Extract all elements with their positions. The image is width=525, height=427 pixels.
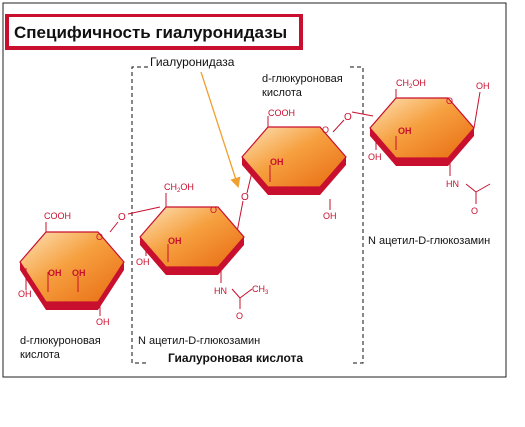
ring-4-name: N ацетил-D-глюкозамин (368, 235, 490, 247)
ring-4-oh-a: OH (476, 81, 490, 91)
ring-2-oh-b: OH (136, 257, 150, 267)
ring-4-nh: HN (446, 179, 459, 189)
ring-4-carbonyl-o: O (471, 206, 478, 216)
ring-glucosamine-2: CH2OH O OH OH OH HN O N ацетил-D-глюкоза… (368, 78, 491, 247)
bracket (131, 66, 364, 364)
ring-glucosamine-1: CH2OH O OH OH HN CH3 O N ацетил-D-глюкоз… (136, 182, 269, 347)
ring-1-oh-a: OH (48, 268, 62, 278)
ring-4-bonds (375, 89, 491, 204)
bridge-o-1: O (118, 212, 126, 223)
ring-1-oh-b: OH (72, 268, 86, 278)
ring-3-bonds (267, 116, 331, 210)
ring-1-name-2: кислота (20, 349, 61, 361)
ring-3-ring-o: O (322, 125, 329, 135)
ring-2-name: N ацетил-D-глюкозамин (138, 335, 260, 347)
ring-2-carbonyl-o: O (236, 311, 243, 321)
ring-1-oh-c: OH (18, 289, 32, 299)
ring-glucuronic-1: COOH O OH OH OH OH d-глюкуроновая кислот… (18, 211, 125, 361)
ring-2-ch3: CH3 (252, 284, 269, 296)
ring-4-oh-c: OH (368, 152, 382, 162)
ring-3-oh-b: OH (323, 211, 337, 221)
ring-2-ring-o: O (210, 205, 217, 215)
ring-3-name-2: кислота (262, 87, 303, 99)
ring-3-cooh: COOH (268, 108, 295, 118)
ring-2-nh: HN (214, 286, 227, 296)
ring-3-name-1: d-глюкуроновая (262, 73, 343, 85)
ring-2-ch2oh: CH2OH (164, 182, 194, 194)
ring-1-ring-o: O (96, 232, 103, 242)
ring-1-cooh: COOH (44, 211, 71, 221)
figure-frame (2, 2, 507, 378)
bracket-label: Гиалуроновая кислота (168, 351, 303, 365)
ring-2-oh-a: OH (168, 236, 182, 246)
ring-1-bonds (25, 222, 101, 316)
ring-1-name-1: d-глюкуроновая (20, 335, 101, 347)
ring-3-oh-a: OH (270, 157, 284, 167)
ring-glucuronic-2: COOH O OH OH d-глюкуроновая кислота (241, 73, 347, 221)
ring-2-bonds (145, 193, 253, 309)
bridge-o-2: O (241, 192, 249, 203)
title-text: Специфичность гиалуронидазы (14, 23, 287, 42)
bridge-o-3: O (344, 112, 352, 123)
ring-4-ch2oh: CH2OH (396, 78, 426, 90)
ring-1-oh-d: OH (96, 317, 110, 327)
cleavage-arrow (200, 71, 241, 188)
ring-4-oh-b: OH (398, 126, 412, 136)
title-bar: Специфичность гиалуронидазы (5, 14, 303, 50)
ring-4-ring-o: O (446, 96, 453, 106)
enzyme-label: Гиалуронидаза (150, 55, 235, 69)
bridge-oxygens: O O O (118, 112, 352, 223)
